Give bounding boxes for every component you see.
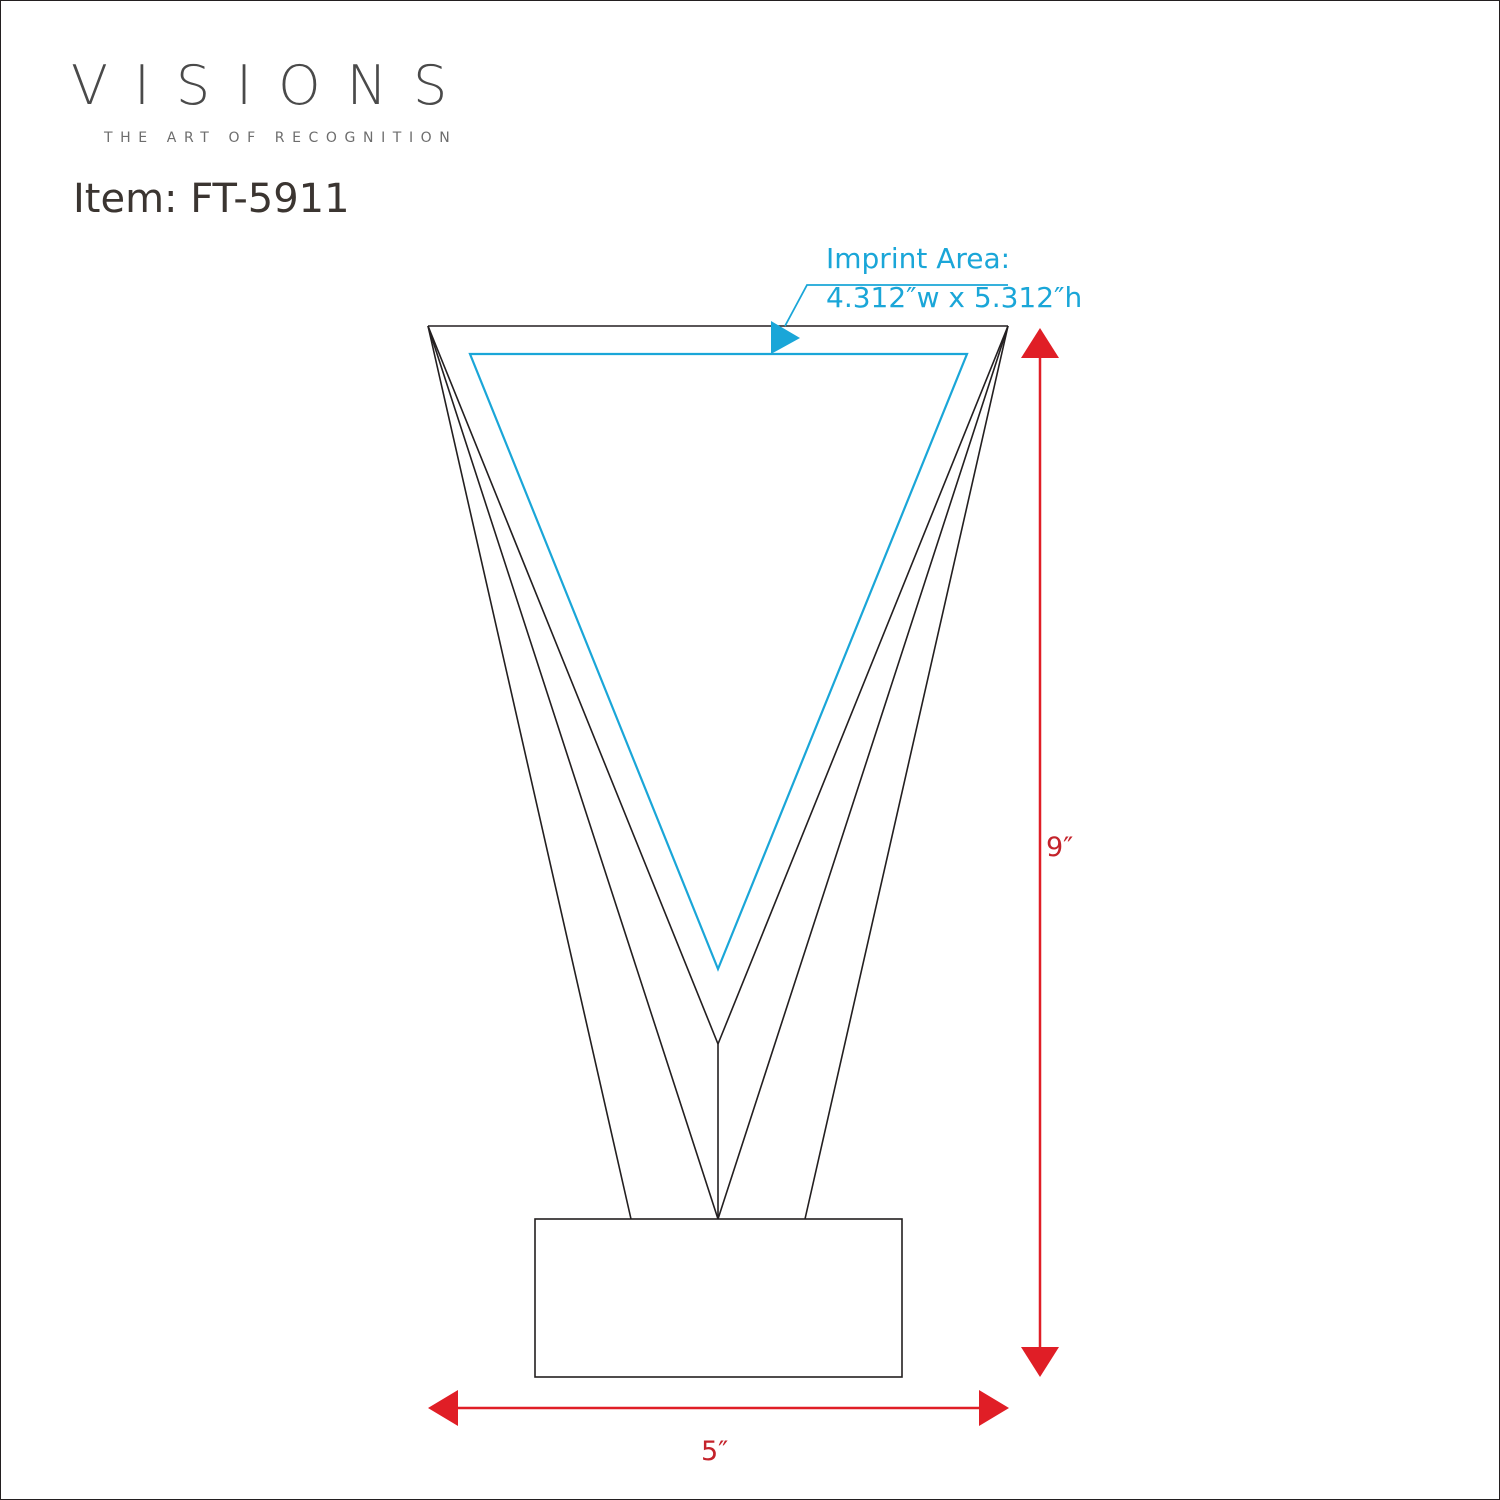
trophy-facet-left [427,325,719,1220]
brand-tagline: THE ART OF RECOGNITION [104,130,458,146]
width-arrow-left [428,1390,458,1426]
width-dimension-label: 5″ [701,1436,729,1467]
height-dimension [1021,328,1059,1377]
imprint-area-outline [468,352,969,972]
width-arrow-right [979,1390,1009,1426]
height-dimension-label: 9″ [1046,832,1074,863]
trophy-outline [427,325,1009,1378]
imprint-pointer-arrow [771,321,800,354]
trophy-inner-right-edge [717,325,1009,1045]
height-arrow-bottom [1021,1347,1059,1377]
imprint-leader-line [784,284,1008,327]
height-arrow-top [1021,328,1059,358]
trophy-facet-right [717,325,1009,1220]
width-dimension [428,1390,1009,1426]
trophy-outer-right-edge [804,325,1009,1220]
trophy-inner-left-edge [427,325,719,1045]
imprint-area-dimensions: 4.312″w x 5.312″h [826,281,1083,314]
brand-logo: VISIONS [71,54,474,117]
item-number: Item: FT-5911 [73,176,350,222]
imprint-area-label: Imprint Area: [826,242,1011,275]
trophy-base [534,1218,903,1378]
trophy-outer-left-edge [427,325,632,1220]
